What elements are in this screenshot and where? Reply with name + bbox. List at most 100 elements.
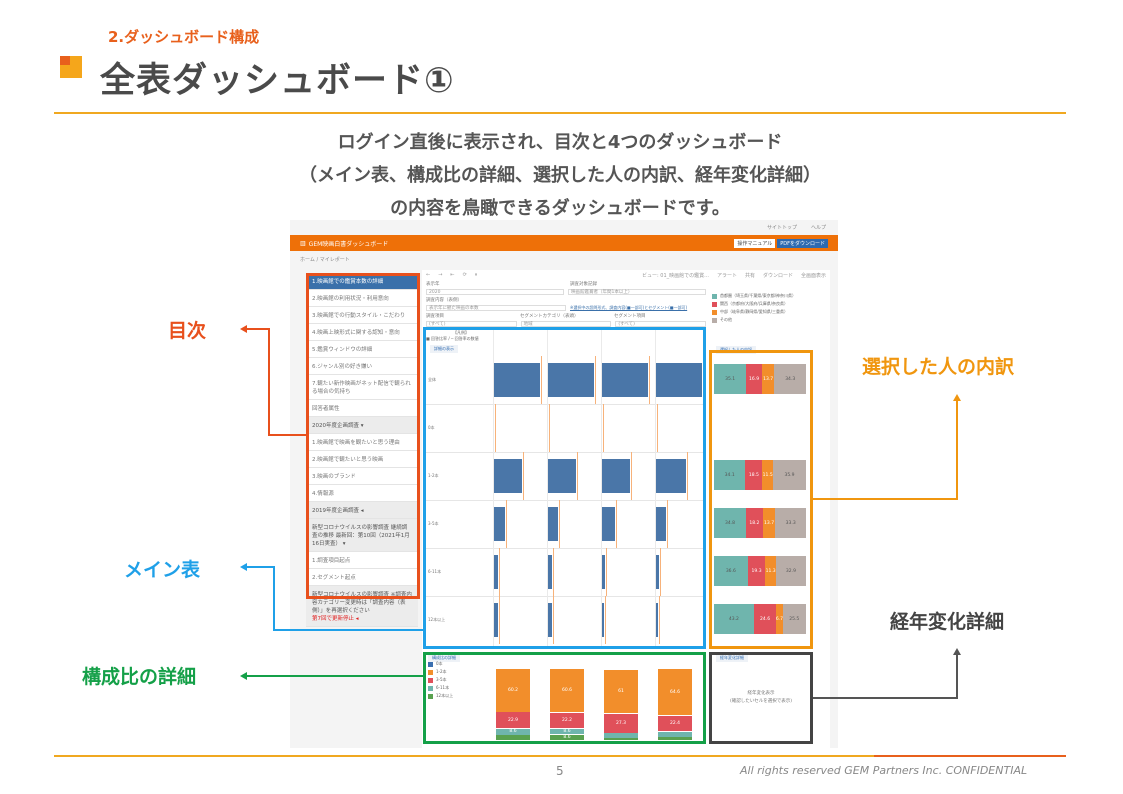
breakdown-segment[interactable]: 32.9 <box>775 556 807 586</box>
main-table-bar[interactable] <box>656 507 667 541</box>
composition-segment[interactable] <box>604 738 638 741</box>
main-table-bar[interactable] <box>656 555 660 589</box>
main-table-bar[interactable] <box>548 603 552 637</box>
main-table-bar[interactable] <box>494 459 522 493</box>
breakdown-segment[interactable]: 43.2 <box>714 604 754 634</box>
breakdown-segment[interactable]: 35.9 <box>772 460 806 490</box>
view-button[interactable]: ビュー: 01_映画館での鑑賞... <box>642 272 709 279</box>
refresh-icon[interactable]: ⟳ <box>462 272 467 278</box>
composition-segment[interactable]: 22.2 <box>550 712 584 729</box>
toc-item[interactable]: 4.情報源 <box>306 485 418 502</box>
yearly-tab[interactable]: 経年変化詳細 <box>716 654 748 662</box>
revert-icon[interactable]: ⇤ <box>450 272 455 278</box>
manual-button[interactable]: 操作マニュアル <box>734 238 776 248</box>
toc-item[interactable]: 新型コロナウイルスの影響調査 ※調査内容カテゴリー変更時は「調査内容（表側）」を… <box>306 586 418 627</box>
composition-tab[interactable]: 構成比の詳細 <box>428 654 460 662</box>
toc-item[interactable]: 2.映画館の利用状況・利用意向 <box>306 290 418 307</box>
breakdown-segment[interactable]: 11.5 <box>762 460 773 490</box>
toc-item[interactable]: 5.鑑賞ウィンドウの詳細 <box>306 341 418 358</box>
breakdown-segment[interactable]: 24.6 <box>753 604 777 634</box>
download-button[interactable]: ダウンロード <box>762 272 793 279</box>
toc-item[interactable]: 2.セグメント起点 <box>306 569 418 586</box>
composition-segment[interactable]: 64.6 <box>658 669 692 715</box>
main-table-bar[interactable] <box>656 603 659 637</box>
undo-icon[interactable]: ← <box>426 272 431 278</box>
main-table-bar[interactable] <box>494 507 505 541</box>
composition-segment[interactable]: 60.6 <box>550 669 584 713</box>
composition-segment[interactable]: 8.6 <box>550 734 584 741</box>
main-table-bar[interactable] <box>656 459 686 493</box>
redo-icon[interactable]: → <box>438 272 443 278</box>
main-table-bar[interactable] <box>602 603 604 637</box>
breakdown-segment[interactable]: 13.7 <box>761 364 775 394</box>
toc-item[interactable]: 4.映画上映形式に関する認知・意向 <box>306 324 418 341</box>
link-help[interactable]: ヘルプ <box>810 225 826 231</box>
main-table-bar[interactable] <box>494 363 540 397</box>
main-table-bar[interactable] <box>602 555 606 589</box>
detail-tab[interactable]: 詳細の表示 <box>430 345 458 353</box>
share-button[interactable]: 共有 <box>744 272 755 279</box>
breakdown-segment[interactable]: 18.5 <box>745 460 763 490</box>
item-select[interactable]: (すべて) <box>426 321 517 327</box>
toc-item[interactable]: 3.映画館での行動スタイル・こだわり <box>306 307 418 324</box>
composition-segment[interactable]: 61 <box>604 669 638 714</box>
main-table-bar[interactable] <box>548 459 576 493</box>
breakdown-segment[interactable]: 19.3 <box>747 556 766 586</box>
breadcrumb[interactable]: ホーム / マイレポート <box>300 257 350 263</box>
target-select[interactable]: 映画館鑑賞者（年間1本以上） <box>568 289 706 295</box>
toc-item[interactable]: 3.映画のブランド <box>306 468 418 485</box>
toc-item[interactable]: 2.映画館で観たいと思う映画 <box>306 451 418 468</box>
segment-category-select[interactable]: 地域 <box>520 321 612 327</box>
toc-item-label: 6.ジャンル別の好き嫌い <box>312 364 372 370</box>
toc-item[interactable]: 6.ジャンル別の好き嫌い <box>306 358 418 375</box>
composition-segment[interactable] <box>658 737 692 741</box>
main-table-bar[interactable] <box>602 459 631 493</box>
composition-segment[interactable]: 60.2 <box>496 669 530 712</box>
breakdown-segment[interactable]: 33.3 <box>775 508 806 538</box>
main-table-bar[interactable] <box>602 363 648 397</box>
main-table-bar[interactable] <box>548 507 559 541</box>
alert-button[interactable]: アラート <box>716 272 737 279</box>
main-table-bar[interactable] <box>548 555 552 589</box>
composition-segment[interactable]: 22.9 <box>496 712 530 729</box>
main-table-bar[interactable] <box>494 603 498 637</box>
main-table-bar[interactable] <box>548 363 594 397</box>
composition-segment[interactable] <box>496 735 530 741</box>
composition-segment[interactable]: 22.4 <box>658 715 692 732</box>
composition-segment[interactable]: 27.3 <box>604 713 638 733</box>
breakdown-segment[interactable]: 34.3 <box>774 364 806 394</box>
pause-icon[interactable]: ⏸ <box>474 272 478 278</box>
breakdown-segment[interactable]: 16.9 <box>746 364 762 394</box>
breakdown-segment[interactable]: 34.8 <box>714 508 747 538</box>
breakdown-segment[interactable]: 11.3 <box>765 556 776 586</box>
link-site-top[interactable]: サイトトップ <box>766 225 797 231</box>
breakdown-segment[interactable]: 13.7 <box>762 508 776 538</box>
breakdown-segment[interactable]: 6.7 <box>776 604 783 634</box>
display-year-select[interactable]: 2020 <box>426 289 564 295</box>
toc-item[interactable]: 2019年度企画調査 ◂ <box>306 502 418 519</box>
content-select[interactable]: 表示年に観た映画の本数 <box>426 305 566 311</box>
breakdown-segment[interactable]: 18.2 <box>746 508 763 538</box>
toc-item[interactable]: 1.映画館での鑑賞本数の詳細 <box>306 273 418 290</box>
toc-item[interactable]: 2020年度企画調査 ▾ <box>306 417 418 434</box>
breakdown-segment[interactable]: 25.5 <box>782 604 806 634</box>
breakdown-segment[interactable]: 36.6 <box>714 556 748 586</box>
composition-segment[interactable] <box>658 731 692 737</box>
breakdown-segment[interactable]: 35.1 <box>714 364 747 394</box>
toc-item-label: 1.映画館での鑑賞本数の詳細 <box>312 279 384 285</box>
composition-segment[interactable] <box>604 733 638 738</box>
toc-item[interactable]: 1.映画館で映画を観たいと思う理由 <box>306 434 418 451</box>
toc-item[interactable]: 7.観たい新作映画がネット配信で観られる場合の気持ち <box>306 375 418 400</box>
toc-item[interactable]: 1.調査項目起点 <box>306 552 418 569</box>
main-table-bar[interactable] <box>656 363 702 397</box>
toc-item[interactable]: 新型コロナウイルスの影響調査 継続調査の推移 最新回：第10回（2021年1月1… <box>306 519 418 552</box>
segment-item-select[interactable]: (すべて) <box>615 321 707 327</box>
fullscreen-button[interactable]: 全画面表示 <box>800 272 826 279</box>
toc-item[interactable]: 回答者属性 <box>306 400 418 417</box>
main-table-bar[interactable] <box>494 555 498 589</box>
breakdown-segment[interactable]: 34.1 <box>714 460 746 490</box>
composition-segment[interactable]: 8.6 <box>496 728 530 735</box>
pdf-download-button[interactable]: PDFをダウンロード <box>777 238 828 248</box>
composition-segment[interactable]: 8.6 <box>550 728 584 735</box>
main-table-bar[interactable] <box>602 507 615 541</box>
